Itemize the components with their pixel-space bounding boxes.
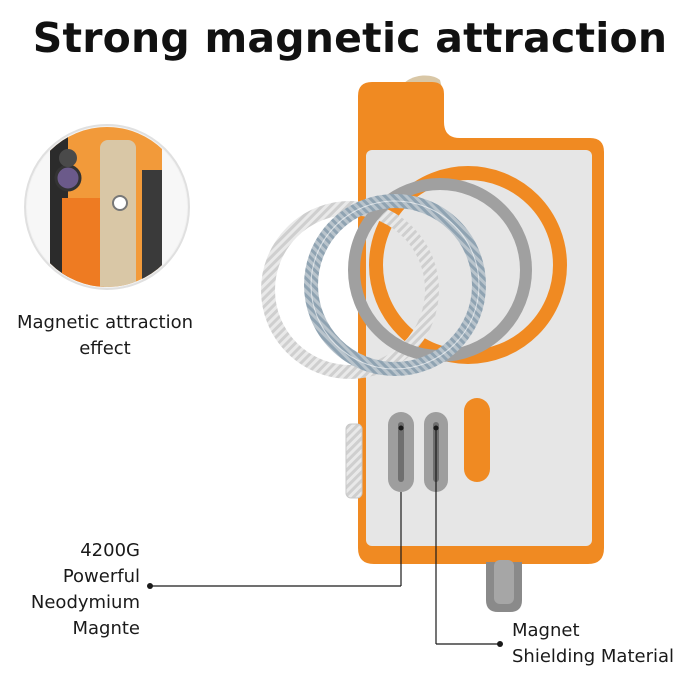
neodymium-caption-line-2: Powerful bbox=[62, 566, 140, 587]
neodymium-caption-line-3: Neodymium bbox=[30, 592, 140, 613]
magnetic-rings bbox=[261, 178, 532, 379]
shielding-caption-line-2: Shielding Material bbox=[512, 646, 675, 667]
side-slider bbox=[345, 423, 363, 499]
neodymium-caption: 4200G Powerful Neodymium Magnte bbox=[20, 538, 140, 642]
strap bbox=[100, 140, 136, 287]
attraction-effect-inset bbox=[24, 124, 190, 290]
neodymium-caption-line-1: 4200G bbox=[80, 540, 140, 561]
attraction-caption: Magnetic attraction effect bbox=[10, 310, 200, 362]
shielding-caption-line-1: Magnet bbox=[512, 620, 580, 641]
page-title: Strong magnetic attraction bbox=[32, 14, 668, 62]
shielding-caption: Magnet Shielding Material bbox=[512, 618, 697, 670]
callouts bbox=[147, 425, 503, 647]
magnet-bars bbox=[388, 412, 448, 492]
attraction-caption-line-1: Magnetic attraction bbox=[16, 312, 194, 333]
camera-lens-icon bbox=[54, 164, 82, 192]
slot-hole bbox=[464, 398, 490, 482]
attraction-caption-line-2: effect bbox=[79, 338, 131, 359]
neodymium-caption-line-4: Magnte bbox=[72, 618, 140, 639]
